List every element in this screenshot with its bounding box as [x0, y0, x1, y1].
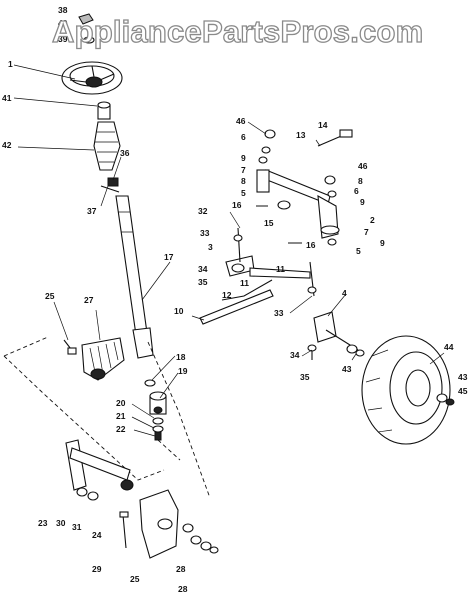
callout-12: 12	[222, 290, 232, 300]
bolt-36-37	[100, 177, 120, 193]
bellows-42	[93, 121, 121, 171]
callout-23: 23	[38, 518, 48, 528]
callout-37: 37	[87, 206, 97, 216]
callout-labels: 38 40 39 1 41 42 36 37 17 25 27 18 19 20…	[2, 5, 468, 594]
callout-46-upper: 46	[236, 116, 246, 126]
callout-27: 27	[84, 295, 94, 305]
callout-22: 22	[116, 424, 126, 434]
callout-8-upper: 8	[241, 176, 246, 186]
watermark: AppliancePartsPros.com	[51, 13, 424, 49]
nut-34-35	[307, 344, 317, 360]
callout-36: 36	[120, 148, 130, 158]
cotter-pins-16	[256, 205, 302, 244]
callout-28-lower: 28	[178, 584, 188, 594]
callout-6-upper: 6	[241, 132, 246, 142]
callout-45: 45	[458, 386, 468, 396]
callout-9-upper: 9	[241, 153, 246, 163]
callout-38: 38	[58, 5, 68, 15]
callout-34-upper: 34	[198, 264, 208, 274]
callout-35-lower: 35	[300, 372, 310, 382]
callout-34-lower: 34	[290, 350, 300, 360]
mounting-plane-outline	[3, 336, 211, 499]
callout-24: 24	[92, 530, 102, 540]
washers-28	[190, 535, 219, 554]
spindle-4	[313, 311, 365, 357]
tie-rod-10	[199, 289, 274, 325]
callout-42: 42	[2, 140, 12, 150]
pinion-18	[144, 379, 156, 387]
callout-25-upper: 25	[45, 291, 55, 301]
callout-1: 1	[8, 59, 13, 69]
hub-cap-43-45	[436, 393, 455, 406]
callout-39: 39	[58, 34, 68, 44]
bushing-24	[120, 479, 134, 491]
callout-14: 14	[318, 120, 328, 130]
callout-20: 20	[116, 398, 126, 408]
callout-7-lower: 7	[364, 227, 369, 237]
pinion-housing-19	[149, 391, 167, 415]
callout-5-lower: 5	[356, 246, 361, 256]
nuts-30-31	[76, 487, 99, 501]
callout-4: 4	[342, 288, 347, 298]
callout-16-upper: 16	[232, 200, 242, 210]
steering-lever-23	[65, 439, 131, 491]
steering-wheel-1	[61, 61, 123, 95]
spindle-stack-left	[256, 129, 291, 210]
callout-33-lower: 33	[274, 308, 284, 318]
callout-15: 15	[264, 218, 274, 228]
pin-13-14	[317, 129, 353, 147]
callout-9-lowest: 9	[380, 238, 385, 248]
washers-20-21-22	[152, 417, 164, 441]
callout-25-lower: 25	[130, 574, 140, 584]
callout-21: 21	[116, 411, 126, 421]
washer-39	[83, 36, 95, 44]
callout-31: 31	[72, 522, 82, 532]
callout-5-upper: 5	[241, 188, 246, 198]
sector-gear-27	[81, 337, 125, 381]
callout-29: 29	[92, 564, 102, 574]
callout-11-right: 11	[276, 264, 285, 274]
callout-17: 17	[164, 252, 174, 262]
bolt-29	[119, 511, 129, 549]
callout-18: 18	[176, 352, 186, 362]
callout-40: 40	[58, 18, 68, 28]
callout-46-lower: 46	[358, 161, 368, 171]
callout-16-lower: 16	[306, 240, 316, 250]
callout-30: 30	[56, 518, 66, 528]
leader-lines	[13, 64, 445, 437]
steering-shaft-17	[115, 195, 154, 359]
callout-13: 13	[296, 130, 306, 140]
callout-44: 44	[444, 342, 454, 352]
callout-9-lower: 9	[360, 197, 365, 207]
callout-6-lower: 6	[354, 186, 359, 196]
callout-3: 3	[208, 242, 213, 252]
callout-43-right: 43	[458, 372, 468, 382]
callout-33-upper: 33	[200, 228, 210, 238]
callout-19: 19	[178, 366, 188, 376]
callout-32: 32	[198, 206, 208, 216]
callout-10: 10	[174, 306, 184, 316]
adapter-41	[97, 101, 111, 120]
bolt-25-top	[63, 339, 77, 355]
tie-rod-12	[221, 267, 311, 301]
steering-cap-38	[78, 13, 94, 25]
callout-2: 2	[370, 215, 375, 225]
callout-11-center: 11	[240, 278, 249, 288]
callout-41: 41	[2, 93, 12, 103]
front-wheel	[361, 335, 451, 445]
callout-43-left: 43	[342, 364, 352, 374]
callout-7-upper: 7	[241, 165, 246, 175]
axle-assembly-2	[261, 169, 340, 239]
callout-8-lower: 8	[358, 176, 363, 186]
drag-link-32	[233, 227, 243, 263]
spindle-link-right	[307, 261, 317, 297]
callout-28-upper: 28	[176, 564, 186, 574]
callout-35-upper: 35	[198, 277, 208, 287]
support-bracket-25	[139, 489, 194, 559]
spindle-stack-right	[324, 175, 337, 246]
